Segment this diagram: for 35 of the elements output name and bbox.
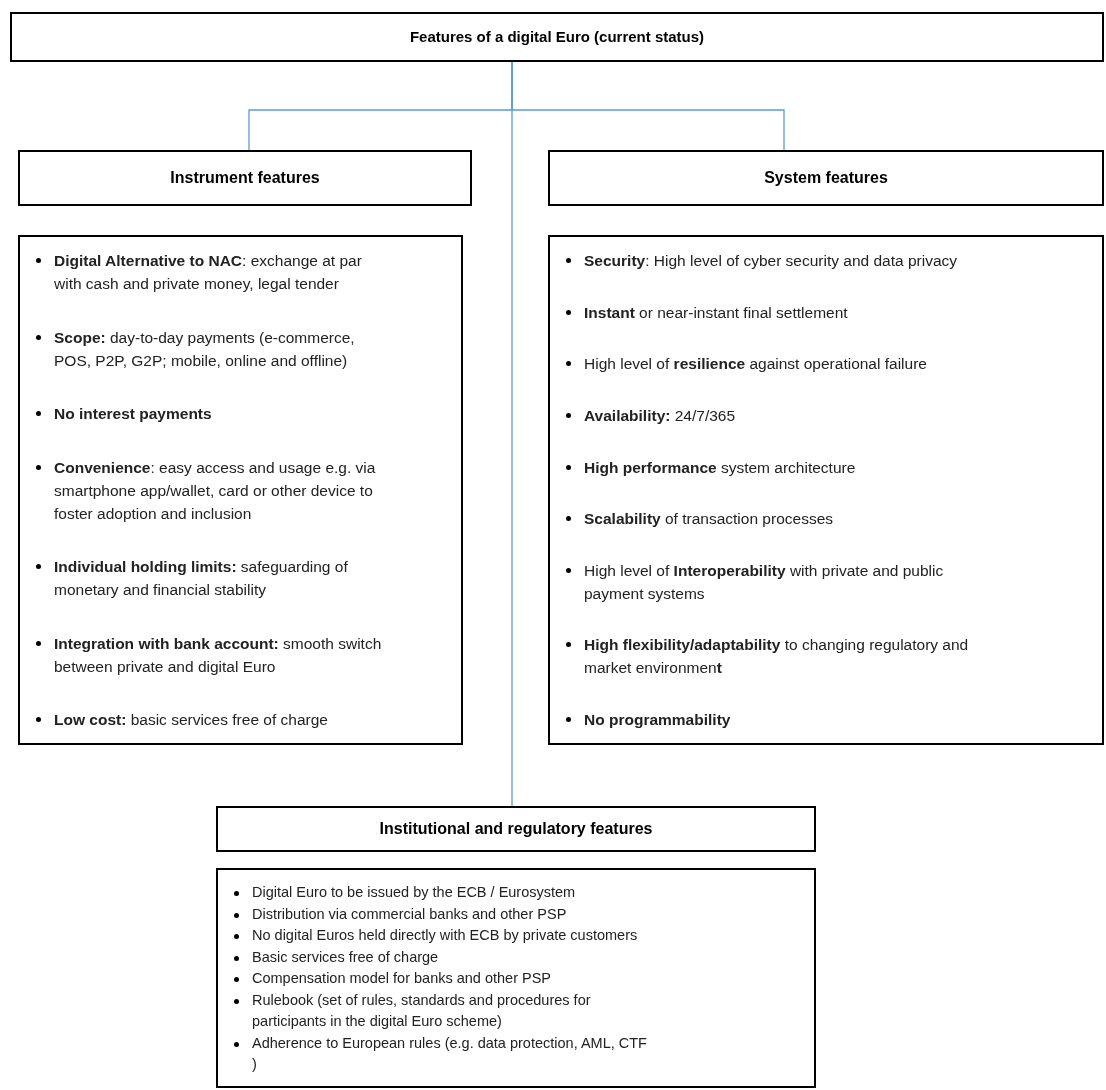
bullet-text: High level of resilience against operational failure [584,354,927,375]
bullet-text: Distribution via commercial banks and other PSP [252,904,567,924]
bullet-text: No programmability [584,710,731,730]
bullet-list-box [18,235,463,745]
bullet-text: Compensation model for banks and other PSP [252,969,552,988]
heading-text: Features of a digital Euro (current status) [409,26,705,47]
bullet-text: Instant or near-instant final settlement [584,302,848,323]
heading-text: System features [764,168,888,188]
bullet-text: Integration with bank account: smooth switch between private and digital Euro [54,633,383,677]
bullet-text: Rulebook (set of rules, standards and procedures for participants in the digital Euro scheme) [252,990,592,1031]
bullet-text: Security: High level of cyber security and data privacy [584,251,958,271]
heading-text: Instrument features [170,168,320,188]
bullet-text: Digital Alternative to NAC: exchange at par with cash and private money, legal tender [54,251,363,294]
bullet-text: No digital Euros held directly with ECB by private customers [252,926,638,945]
heading-box [548,150,1104,206]
bullet-text: Low cost: basic services free of charge [54,710,328,730]
bullet-list-box [216,868,816,1088]
heading-box [18,150,472,206]
bullet-text: Individual holding limits: safeguarding of monetary and financial stability [54,557,349,600]
bullet-text: Adherence to European rules (e.g. data protection, AML, CTF ) [252,1033,647,1074]
heading-box [10,12,1104,62]
bullet-text: High performance system architecture [584,457,856,478]
bullet-list-box [548,235,1104,745]
bullet-text: High level of Interoperability with private and public payment systems [584,560,945,604]
bullet-text: Digital Euro to be issued by the ECB / Eurosystem [252,883,576,902]
bullet-text: No interest payments [54,404,212,424]
bullet-text: Scalability of transaction processes [584,509,833,530]
heading-box [216,806,816,852]
bullet-text: Scope: day-to-day payments (e-commerce, POS, P2P, G2P; mobile, online and offline) [54,327,356,371]
bullet-text: Basic services free of charge [252,947,439,967]
bullet-text: Availability: 24/7/365 [584,405,736,426]
heading-text: Institutional and regulatory features [379,819,653,839]
bullet-text: High flexibility/adaptability to changing regulatory and market environment [584,635,970,679]
bullet-text: Convenience: easy access and usage e.g. via smartphone app/wallet, card or other device to foster adoption and inclusion [54,457,377,524]
connector-line [511,61,513,807]
